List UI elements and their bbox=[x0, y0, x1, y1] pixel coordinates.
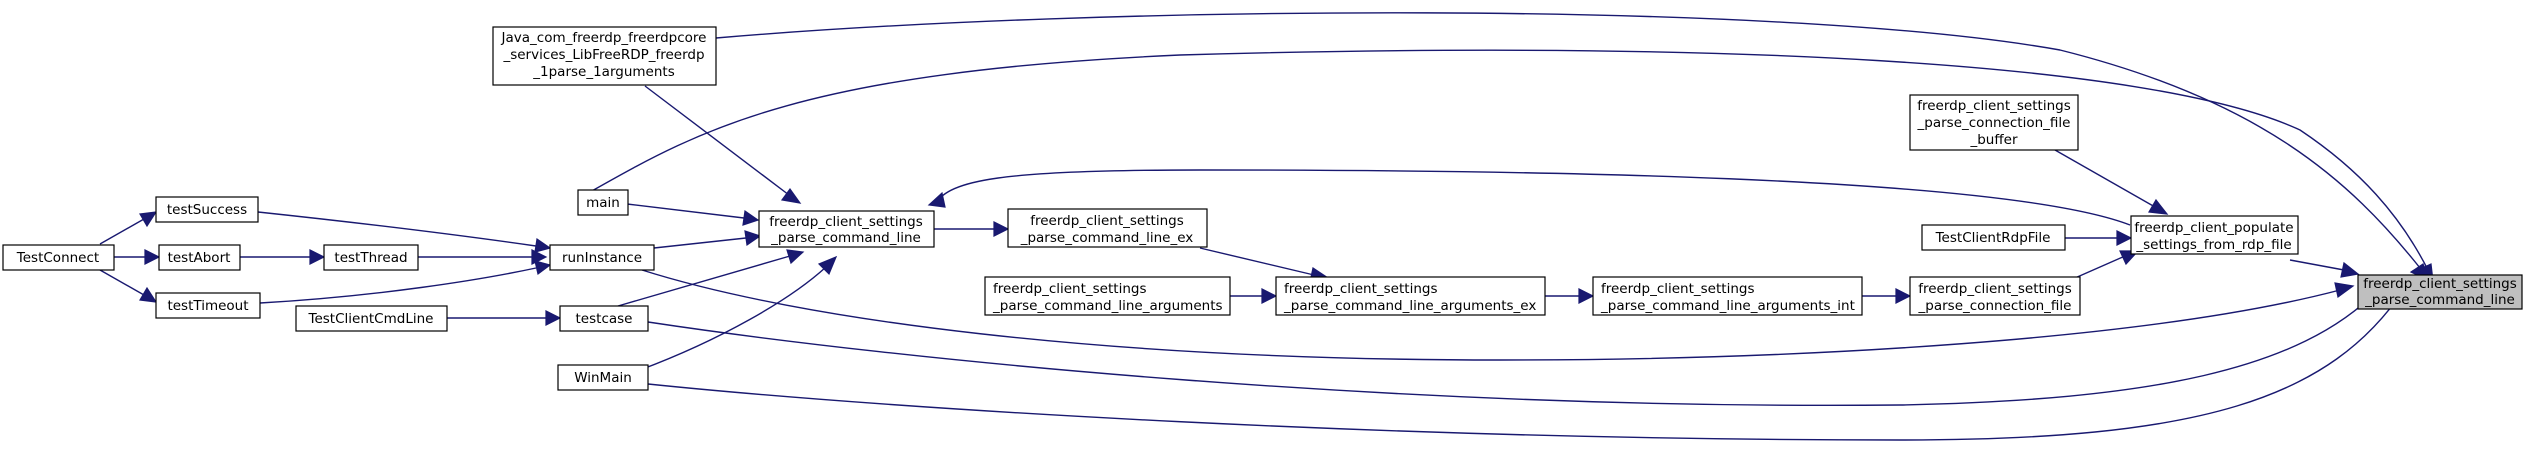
node-populate[interactable]: freerdp_client_populate _settings_from_r… bbox=[2130, 215, 2299, 255]
node-java-line-2: _services_LibFreeRDP_freerdp bbox=[502, 47, 704, 63]
node-target-line-1: freerdp_client_settings bbox=[2363, 276, 2516, 292]
edge-testabort-to-testthread bbox=[240, 249, 326, 265]
node-runinstance[interactable]: runInstance bbox=[549, 244, 655, 271]
node-pclai-line-1: freerdp_client_settings bbox=[1601, 281, 1754, 297]
edge-testthread-to-runinstance bbox=[418, 249, 548, 265]
edge-pcfb-to-populate bbox=[2054, 149, 2169, 215]
edge-testtimeout-to-runinstance bbox=[259, 260, 552, 304]
node-testsuccess-label: testSuccess bbox=[167, 202, 247, 218]
node-testthread-label: testThread bbox=[334, 250, 407, 266]
node-testsuccess[interactable]: testSuccess bbox=[155, 196, 259, 223]
node-pclai[interactable]: freerdp_client_settings _parse_command_l… bbox=[1592, 276, 1863, 316]
node-main[interactable]: main bbox=[577, 189, 629, 216]
node-testthread[interactable]: testThread bbox=[323, 244, 419, 271]
edge-populate-to-target bbox=[2289, 259, 2360, 278]
node-rdpfile-label: TestClientRdpFile bbox=[1935, 230, 2051, 246]
node-winmain[interactable]: WinMain bbox=[557, 364, 649, 391]
node-testconnect-label: TestConnect bbox=[16, 250, 99, 266]
graph-nodes: freerdp_client_settings _parse_command_l… bbox=[2, 26, 2523, 391]
edge-testconnect-to-testtimeout bbox=[99, 269, 158, 303]
node-pcf-line-1: freerdp_client_settings bbox=[1918, 281, 2071, 297]
node-testtimeout-label: testTimeout bbox=[167, 298, 248, 314]
node-pclax-line-1: freerdp_client_settings bbox=[1284, 281, 1437, 297]
node-pcla[interactable]: freerdp_client_settings _parse_command_l… bbox=[984, 276, 1231, 316]
node-winmain-label: WinMain bbox=[574, 370, 632, 386]
node-cmdline[interactable]: TestClientCmdLine bbox=[295, 305, 448, 332]
node-pclx-line-1: freerdp_client_settings bbox=[1030, 213, 1183, 229]
edge-main-to-pcl bbox=[626, 203, 760, 226]
edge-populate-to-pcl bbox=[927, 169, 2131, 226]
node-pcl[interactable]: freerdp_client_settings _parse_command_l… bbox=[758, 210, 935, 248]
node-testcase-label: testcase bbox=[576, 311, 633, 327]
node-java-line-1: Java_com_freerdp_freerdpcore bbox=[501, 30, 707, 46]
node-pclx[interactable]: freerdp_client_settings _parse_command_l… bbox=[1007, 208, 1208, 248]
node-pcl-line-1: freerdp_client_settings bbox=[769, 214, 922, 230]
node-pcfb-line-3: _buffer bbox=[1969, 132, 2017, 148]
node-pcf-line-2: _parse_connection_file bbox=[1918, 298, 2072, 314]
edge-pclax-to-pclai bbox=[1545, 288, 1595, 304]
node-pcl-line-2: _parse_command_line bbox=[770, 230, 921, 246]
node-cmdline-label: TestClientCmdLine bbox=[308, 311, 434, 327]
node-runinstance-label: runInstance bbox=[562, 250, 642, 266]
edge-pcla-to-pclax bbox=[1230, 288, 1278, 304]
edge-rdpfile-to-populate bbox=[2065, 230, 2133, 246]
edge-testsuccess-to-runinstance bbox=[257, 211, 552, 253]
edge-java-to-pcl bbox=[644, 85, 802, 204]
node-pclax[interactable]: freerdp_client_settings _parse_command_l… bbox=[1275, 276, 1546, 316]
edge-runinstance-to-pcl bbox=[653, 230, 762, 249]
node-pclx-line-2: _parse_command_line_ex bbox=[1020, 230, 1194, 246]
node-pclax-line-2: _parse_command_line_arguments_ex bbox=[1283, 298, 1536, 314]
node-pcfb-line-2: _parse_connection_file bbox=[1917, 115, 2071, 131]
node-testabort-label: testAbort bbox=[168, 250, 231, 266]
node-populate-line-1: freerdp_client_populate bbox=[2134, 220, 2293, 236]
node-testcase[interactable]: testcase bbox=[559, 305, 649, 332]
edge-testcase-to-pcl bbox=[617, 249, 805, 307]
node-target-line-2: _parse_command_line bbox=[2364, 292, 2515, 308]
edge-winmain-to-pcl bbox=[639, 255, 838, 371]
edge-pcl-to-pclx bbox=[934, 221, 1010, 237]
node-rdpfile[interactable]: TestClientRdpFile bbox=[1921, 224, 2066, 251]
node-target[interactable]: freerdp_client_settings _parse_command_l… bbox=[2357, 274, 2523, 310]
node-testconnect[interactable]: TestConnect bbox=[2, 244, 115, 271]
node-main-label: main bbox=[586, 195, 620, 211]
edge-cmdline-to-testcase bbox=[447, 310, 562, 326]
node-populate-line-2: _settings_from_rdp_file bbox=[2135, 237, 2291, 253]
node-pcla-line-1: freerdp_client_settings bbox=[993, 281, 1146, 297]
node-testabort[interactable]: testAbort bbox=[158, 244, 241, 271]
graph-edges bbox=[99, 12, 2434, 441]
node-pcla-line-2: _parse_command_line_arguments bbox=[992, 298, 1223, 314]
node-java-line-3: _1parse_1arguments bbox=[532, 64, 674, 80]
node-pclai-line-2: _parse_command_line_arguments_int bbox=[1600, 298, 1855, 314]
edge-pcf-to-populate bbox=[2074, 250, 2140, 279]
node-pcf[interactable]: freerdp_client_settings _parse_connectio… bbox=[1909, 276, 2081, 316]
node-pcfb-line-1: freerdp_client_settings bbox=[1917, 98, 2070, 114]
node-testtimeout[interactable]: testTimeout bbox=[155, 292, 261, 319]
edge-testconnect-to-testabort bbox=[114, 249, 161, 265]
edge-pclai-to-pcf bbox=[1862, 288, 1912, 304]
edge-runinstance-to-target bbox=[641, 269, 2355, 361]
node-java[interactable]: Java_com_freerdp_freerdpcore _services_L… bbox=[492, 26, 717, 86]
node-pcfb[interactable]: freerdp_client_settings _parse_connectio… bbox=[1909, 94, 2079, 151]
edge-testconnect-to-testsuccess bbox=[99, 211, 158, 245]
